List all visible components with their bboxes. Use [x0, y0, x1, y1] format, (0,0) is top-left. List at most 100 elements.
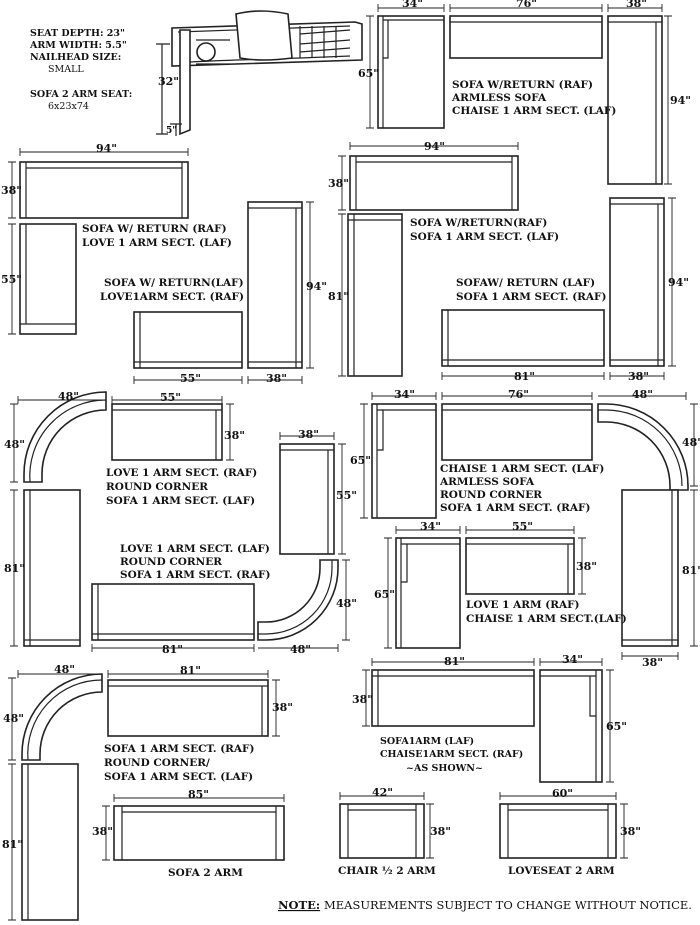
c4-dim-81: 81" — [328, 290, 349, 303]
c9-label-1: LOVE 1 ARM (RAF) — [466, 599, 580, 611]
c8-label-2: ARMLESS SOFA — [439, 476, 535, 488]
c7-label-2: ROUND CORNER — [120, 556, 222, 568]
c2-label-2: LOVE 1 ARM SECT. (LAF) — [82, 237, 232, 249]
chair-label: CHAIR ½ 2 ARM — [338, 865, 436, 877]
sketch-arm-label: 5" — [166, 126, 177, 136]
c1-dim-34: 34" — [402, 0, 423, 10]
c10-label-3: SOFA 1 ARM SECT. (LAF) — [104, 771, 253, 783]
c10-dim-48-side: 48" — [3, 712, 24, 725]
c8-dim-38: 38" — [642, 656, 663, 669]
c4-label-2: SOFA 1 ARM SECT. (LAF) — [410, 231, 559, 243]
c5-label-2: SOFA 1 ARM SECT. (RAF) — [456, 291, 606, 303]
chair-dim-42: 42" — [372, 786, 393, 799]
c11-dim-65: 65" — [606, 720, 627, 733]
spec-nailhead: NAILHEAD SIZE: — [30, 52, 121, 63]
c6-dim-55: 55" — [160, 391, 181, 404]
c8-dim-48-side: 48" — [682, 436, 700, 449]
c10-label-2: ROUND CORNER/ — [104, 757, 210, 769]
loveseat-dim-38: 38" — [620, 825, 641, 838]
sofa-sketch-image: 32" 5" — [156, 10, 363, 136]
c6-label-2: ROUND CORNER — [106, 481, 208, 493]
c7-label-3: SOFA 1 ARM SECT. (RAF) — [120, 569, 270, 581]
sofa2-dim-85: 85" — [188, 788, 209, 801]
config-11: 81" 34" 38" 65" SOFA1ARM (LAF) CHAISE1AR… — [352, 653, 627, 783]
c7-dim-48-bottom: 48" — [290, 643, 311, 656]
c11-dim-34: 34" — [562, 653, 583, 666]
footer-note: NOTE: MEASUREMENTS SUBJECT TO CHANGE WIT… — [278, 898, 692, 912]
c4-dim-94: 94" — [424, 140, 445, 153]
c8-dim-65: 65" — [350, 454, 371, 467]
note-label: NOTE: — [278, 898, 320, 912]
c9-dim-55: 55" — [512, 520, 533, 533]
note-text: MEASUREMENTS SUBJECT TO CHANGE WITHOUT N… — [324, 898, 692, 912]
c2-dim-55: 55" — [1, 273, 22, 286]
c6-label-3: SOFA 1 ARM SECT. (LAF) — [106, 495, 255, 507]
spec-nailhead-value: SMALL — [48, 64, 84, 75]
c7-dim-38: 38" — [298, 428, 319, 441]
loveseat-dim-60: 60" — [552, 787, 573, 800]
c7-dim-55: 55" — [336, 489, 357, 502]
c1-dim-65: 65" — [358, 67, 379, 80]
c5-dim-94: 94" — [668, 276, 689, 289]
c11-dim-38: 38" — [352, 693, 373, 706]
spec-sofa-arm-seat-value: 6x23x74 — [48, 101, 89, 112]
c10-dim-81: 81" — [180, 664, 201, 677]
config-9: 34" 55" 65" 38" LOVE 1 ARM (RAF) CHAISE … — [374, 520, 627, 649]
sofa-2-arm: 85" 38" SOFA 2 ARM — [92, 788, 285, 879]
loveseat-2-arm: 60" 38" LOVESEAT 2 ARM — [499, 787, 641, 877]
c1-label-3: CHAISE 1 ARM SECT. (LAF) — [452, 105, 616, 117]
config-5: SOFAW/ RETURN (LAF) SOFA 1 ARM SECT. (RA… — [441, 197, 689, 383]
c1-label-1: SOFA W/RETURN (RAF) — [452, 79, 593, 91]
c6-dim-48-top: 48" — [58, 390, 79, 403]
config-6: 48" 55" 48" 81" 38" LOVE 1 ARM SECT. (RA… — [4, 390, 257, 647]
c11-label-3: ~AS SHOWN~ — [406, 763, 483, 774]
c11-label-1: SOFA1ARM (LAF) — [380, 736, 474, 747]
c8-label-4: SOFA 1 ARM SECT. (RAF) — [440, 502, 590, 514]
c10-dim-81-side: 81" — [2, 838, 23, 851]
c11-dim-81: 81" — [444, 655, 465, 668]
c6-label-1: LOVE 1 ARM SECT. (RAF) — [106, 467, 257, 479]
sofa2-dim-38: 38" — [92, 825, 113, 838]
c5-dim-38: 38" — [628, 370, 649, 383]
c10-dim-38: 38" — [272, 701, 293, 714]
config-3: SOFA W/ RETURN(LAF) LOVE1ARM SECT. (RAF)… — [100, 201, 327, 385]
c3-dim-38: 38" — [266, 372, 287, 385]
c1-dim-38: 38" — [626, 0, 647, 10]
config-8: 34" 76" 48" 65" 48" 81" 38" CHAISE 1 ARM… — [350, 388, 700, 669]
config-4: 94" 38" 81" SOFA W/RETURN(RAF) SOFA 1 AR… — [328, 140, 559, 377]
chair-2-arm: 42" 38" CHAIR ½ 2 ARM — [338, 786, 451, 877]
c9-dim-38: 38" — [576, 560, 597, 573]
c5-dim-81: 81" — [514, 370, 535, 383]
c6-dim-38: 38" — [224, 429, 245, 442]
c8-dim-48-top: 48" — [632, 388, 653, 401]
c3-dim-94: 94" — [306, 280, 327, 293]
config-7: 38" 55" LOVE 1 ARM SECT. (LAF) ROUND COR… — [91, 428, 357, 656]
c10-label-1: SOFA 1 ARM SECT. (RAF) — [104, 743, 254, 755]
spec-sofa-arm-seat: SOFA 2 ARM SEAT: — [30, 89, 132, 100]
c8-label-1: CHAISE 1 ARM SECT. (LAF) — [440, 463, 604, 475]
c7-dim-81: 81" — [162, 643, 183, 656]
c1-dim-76: 76" — [516, 0, 537, 10]
c5-label-1: SOFAW/ RETURN (LAF) — [456, 277, 595, 289]
sofa2-label: SOFA 2 ARM — [168, 867, 243, 879]
c1-label-2: ARMLESS SOFA — [451, 92, 547, 104]
c8-label-3: ROUND CORNER — [440, 489, 542, 501]
spec-arm-width: ARM WIDTH: 5.5" — [29, 40, 127, 51]
c4-dim-38: 38" — [328, 177, 349, 190]
c4-label-1: SOFA W/RETURN(RAF) — [410, 217, 547, 229]
c7-label-1: LOVE 1 ARM SECT. (LAF) — [120, 543, 270, 555]
config-2: 94" 38" 55" SOFA W/ RETURN (RAF) LOVE 1 … — [1, 142, 232, 335]
c6-dim-48-side: 48" — [4, 438, 25, 451]
c9-label-2: CHAISE 1 ARM SECT.(LAF) — [466, 613, 627, 625]
spec-block: SEAT DEPTH: 23" ARM WIDTH: 5.5" NAILHEAD… — [29, 28, 132, 112]
c2-label-1: SOFA W/ RETURN (RAF) — [82, 223, 227, 235]
c2-dim-38: 38" — [1, 184, 22, 197]
config-1: 34" 76" 38" 65" 94" SOFA W/RETURN (RAF) … — [358, 0, 691, 185]
sketch-height-label: 32" — [158, 75, 179, 88]
config-10: 48" 81" 48" 81" 38" SOFA 1 ARM SECT. (RA… — [2, 663, 293, 921]
c8-dim-34: 34" — [394, 388, 415, 401]
c8-dim-81: 81" — [682, 564, 700, 577]
c7-dim-48-side: 48" — [336, 597, 357, 610]
c6-dim-81: 81" — [4, 562, 25, 575]
